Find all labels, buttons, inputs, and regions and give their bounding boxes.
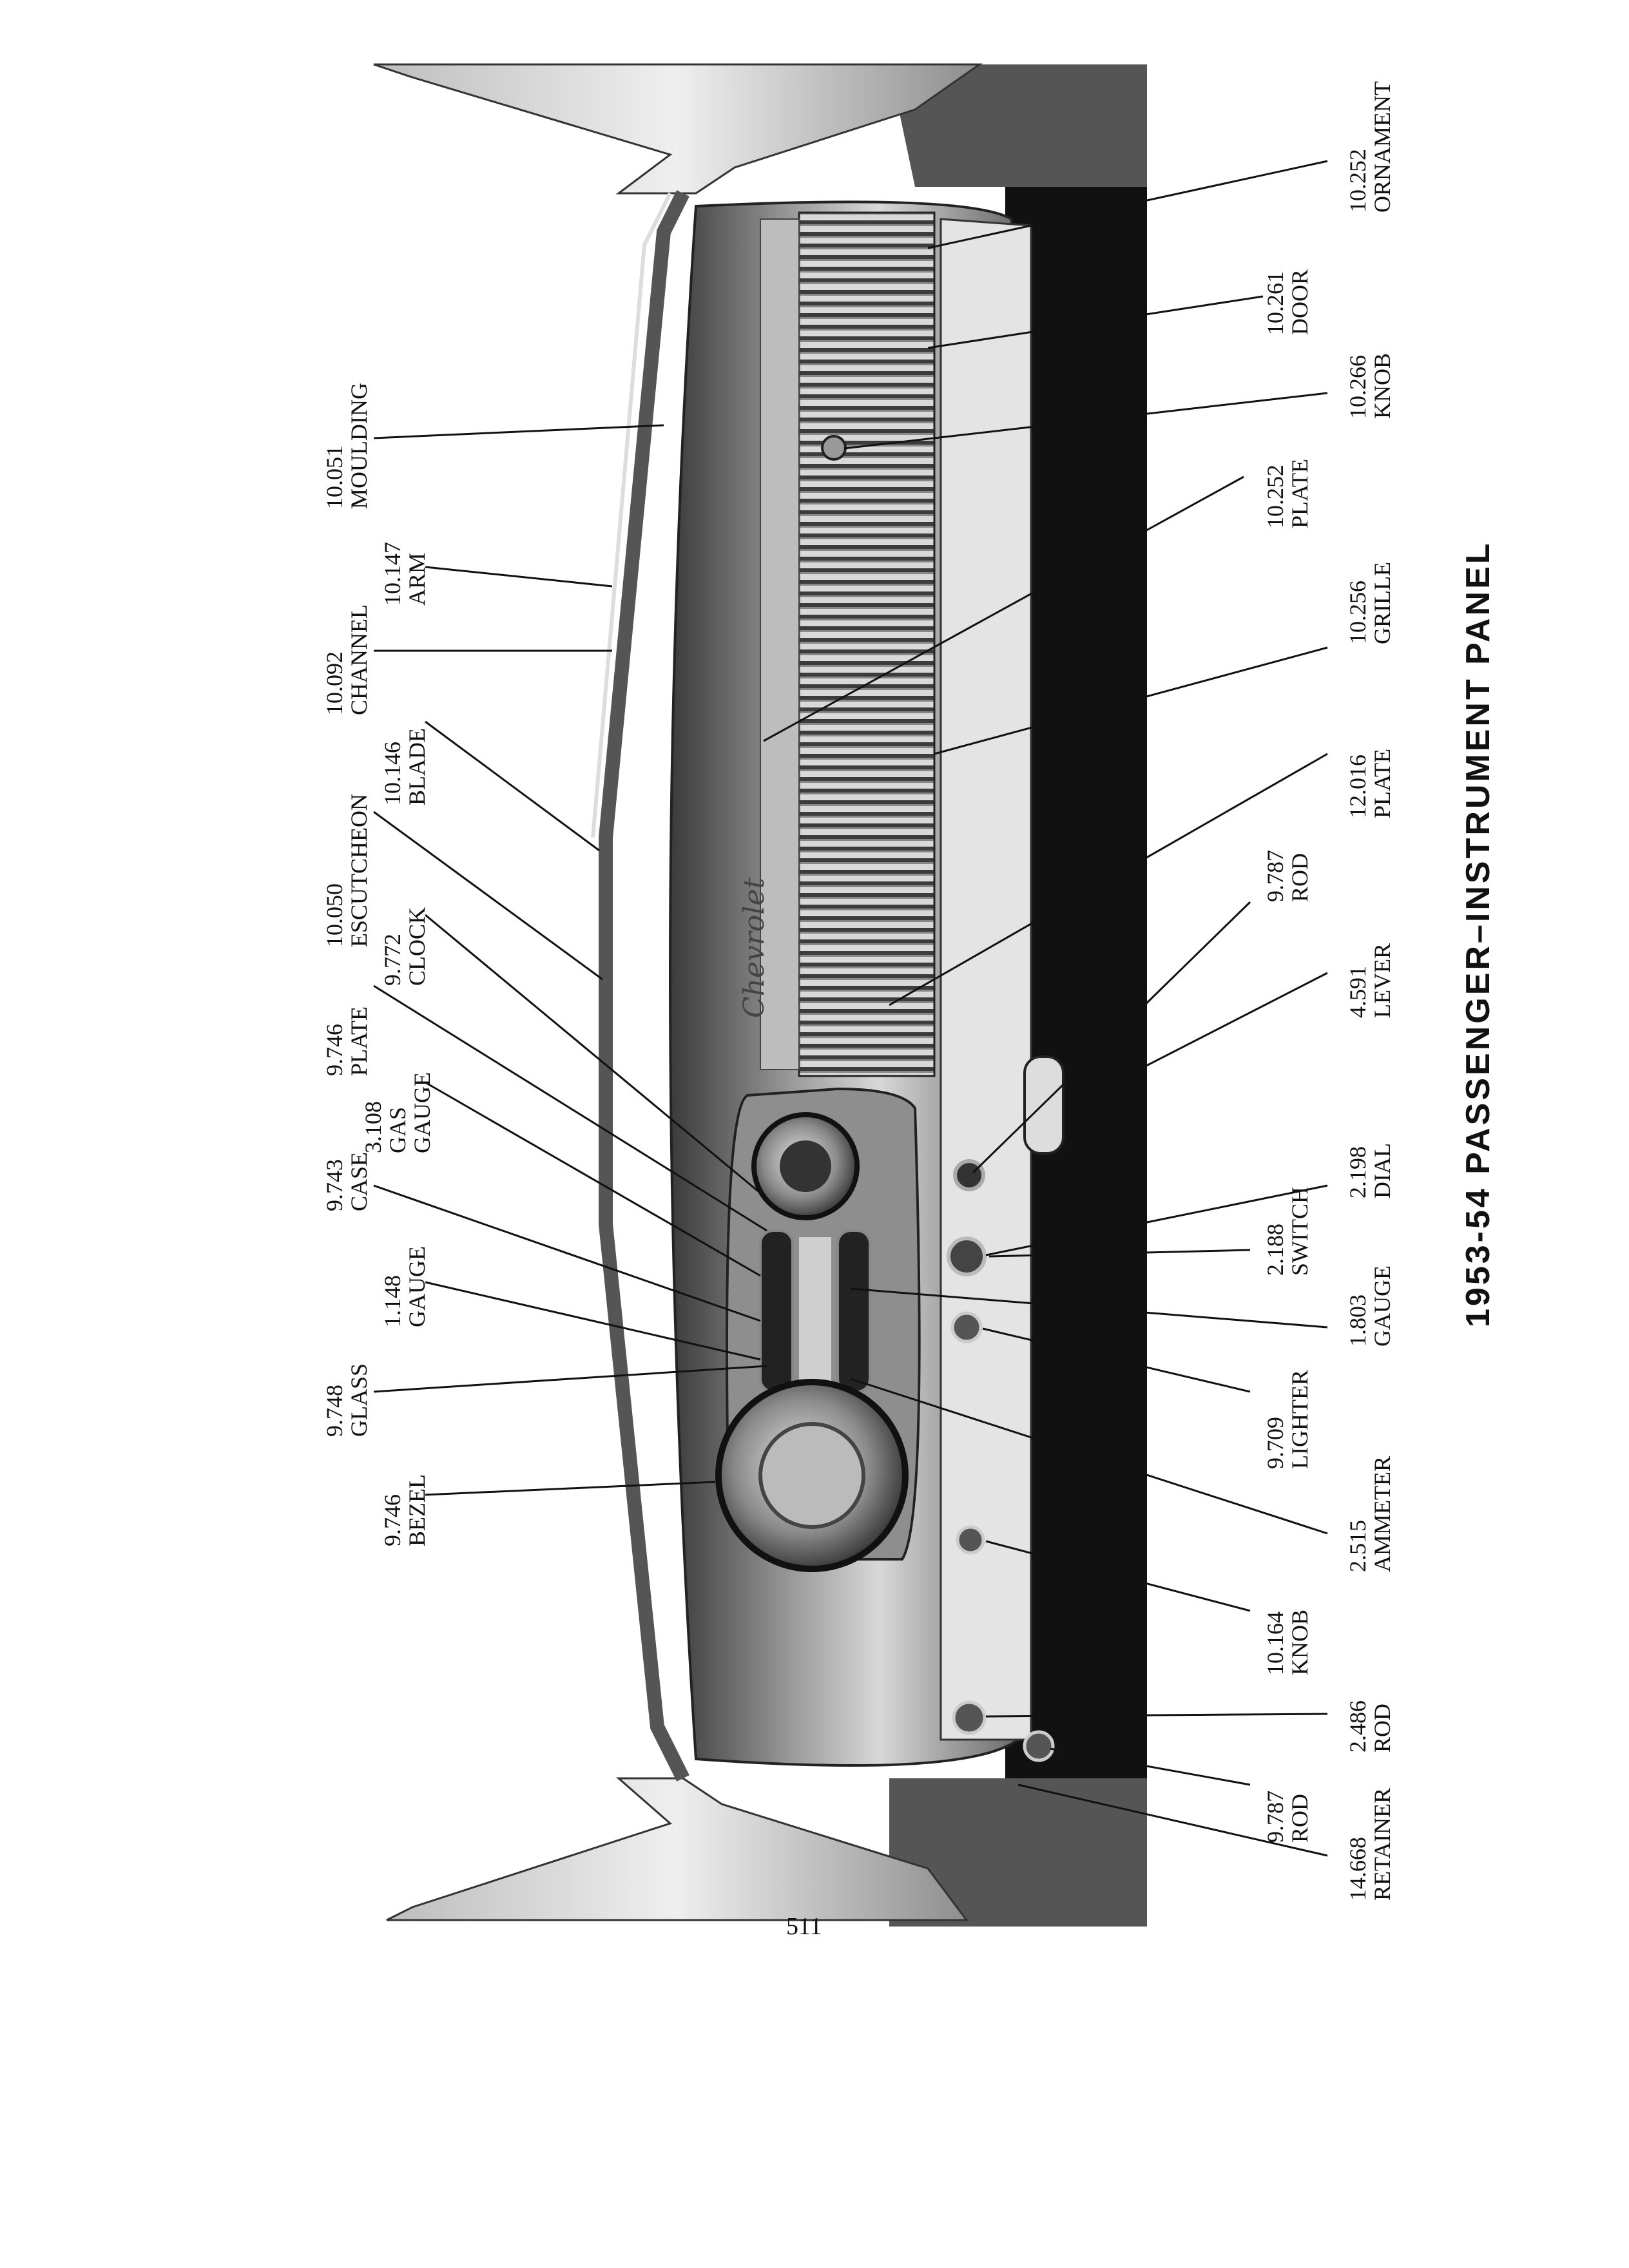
callout-number: 9.709	[1262, 1417, 1288, 1469]
callout-number: 10.252	[1345, 149, 1371, 213]
callout-number: 10.051	[322, 445, 347, 509]
callout-plate-10252: 10.252 PLATE	[1262, 459, 1313, 528]
callout-gauge-1148: 1.148 GAUGE	[380, 1246, 430, 1327]
callout-number: 4.591	[1345, 966, 1371, 1018]
callout-name: SWITCH	[1287, 1187, 1313, 1276]
callout-name: LIGHTER	[1287, 1370, 1313, 1469]
callout-number: 1.148	[380, 1275, 405, 1327]
callout-number: 10.256	[1345, 581, 1371, 644]
callout-number: 9.787	[1262, 850, 1288, 902]
callout-rod-9787-upper: 9.787 ROD	[1262, 850, 1313, 902]
callout-number: 9.772	[380, 934, 405, 986]
callout-name: GAS	[385, 1106, 410, 1153]
callout-switch: 2.188 SWITCH	[1262, 1187, 1313, 1276]
callout-moulding: 10.051 MOULDING	[322, 383, 372, 509]
callout-lever: 4.591 LEVER	[1345, 943, 1395, 1018]
callout-retainer: 14.668 RETAINER	[1345, 1787, 1395, 1901]
callout-name: ROD	[1287, 852, 1313, 902]
callout-name: AMMETER	[1369, 1456, 1395, 1572]
callout-name: GAUGE	[404, 1246, 430, 1327]
callout-number: 10.050	[322, 883, 347, 947]
callout-name: MOULDING	[346, 383, 372, 509]
callout-dial: 2.198 DIAL	[1345, 1143, 1395, 1198]
callout-rod-9787-lower: 9.787 ROD	[1262, 1791, 1313, 1843]
callout-name-line2: GAUGE	[409, 1072, 435, 1153]
background-shading	[889, 64, 1147, 1927]
callout-name: CASE	[346, 1151, 372, 1211]
callout-number: 9.748	[322, 1385, 347, 1437]
callout-gauge-1803: 1.803 GAUGE	[1345, 1265, 1395, 1347]
callout-number: 2.486	[1345, 1700, 1371, 1753]
callout-name: ESCUTCHEON	[346, 793, 372, 947]
callout-name: DIAL	[1369, 1143, 1395, 1198]
callout-knob-10164: 10.164 KNOB	[1262, 1609, 1313, 1675]
callout-name: GAUGE	[1369, 1265, 1395, 1347]
callout-name: BEZEL	[404, 1474, 430, 1546]
callout-name: PLATE	[1287, 459, 1313, 528]
callout-number: 2.198	[1345, 1146, 1371, 1198]
callout-name: GRILLE	[1369, 562, 1395, 644]
callout-arm: 10.147 ARM	[380, 542, 430, 606]
callout-number: 9.746	[380, 1494, 405, 1546]
callout-number: 1.803	[1345, 1294, 1371, 1347]
callout-knob-glovebox: 10.266 KNOB	[1345, 352, 1395, 419]
callout-door: 10.261 DOOR	[1262, 269, 1313, 335]
callout-name: ORNAMENT	[1369, 81, 1395, 213]
callout-name: RETAINER	[1369, 1787, 1395, 1901]
callout-channel: 10.092 CHANNEL	[322, 604, 372, 715]
callout-name: CLOCK	[404, 907, 430, 986]
callout-escutcheon: 10.050 ESCUTCHEON	[322, 793, 372, 947]
windshield-frame	[373, 63, 983, 1921]
callout-plate-9746: 9.746 PLATE	[322, 1006, 372, 1076]
callout-grille: 10.256 GRILLE	[1345, 562, 1395, 644]
callout-name: LEVER	[1369, 943, 1395, 1018]
callout-rod-2486: 2.486 ROD	[1345, 1700, 1395, 1753]
instrument-cluster	[715, 1087, 921, 1572]
callout-name: DOOR	[1287, 269, 1313, 335]
leader-lines	[373, 160, 1328, 1857]
callout-number: 14.668	[1345, 1837, 1371, 1901]
glovebox-grille: Chevrolet	[738, 211, 936, 1077]
callout-name: PLATE	[1369, 749, 1395, 818]
callout-case: 9.743 CASE	[322, 1151, 372, 1211]
page-title-text: 1953-54 PASSENGER–INSTRUMENT PANEL	[1460, 541, 1497, 1327]
callout-name: ROD	[1369, 1703, 1395, 1753]
control-knobs	[947, 1055, 1065, 1762]
callout-number: 10.252	[1262, 465, 1288, 528]
callout-number: 10.146	[380, 742, 405, 805]
callout-name: GLASS	[346, 1363, 372, 1437]
page-number: 511	[786, 1913, 822, 1940]
callout-name: KNOB	[1369, 352, 1395, 419]
callout-number: 9.743	[322, 1159, 347, 1211]
callout-number: 9.787	[1262, 1791, 1288, 1843]
callout-ammeter: 2.515 AMMETER	[1345, 1456, 1395, 1572]
callout-glass: 9.748 GLASS	[322, 1363, 372, 1437]
callout-gas-gauge: 3.108 GAS GAUGE	[360, 1072, 435, 1153]
callout-plate-12016: 12.016 PLATE	[1345, 749, 1395, 818]
page-title: 1953-54 PASSENGER–INSTRUMENT PANEL	[1459, 541, 1510, 1327]
callout-number: 10.147	[380, 542, 405, 606]
callout-number: 9.746	[322, 1024, 347, 1076]
callout-number: 3.108	[360, 1101, 386, 1153]
callout-ornament: 10.252 ORNAMENT	[1345, 81, 1395, 213]
callout-name: PLATE	[346, 1006, 372, 1076]
callout-clock: 9.772 CLOCK	[380, 907, 430, 986]
callout-number: 2.515	[1345, 1520, 1371, 1572]
callout-bezel: 9.746 BEZEL	[380, 1474, 430, 1546]
callout-number: 10.164	[1262, 1611, 1288, 1675]
callout-blade: 10.146 BLADE	[380, 728, 430, 805]
callout-name: ROD	[1287, 1793, 1313, 1843]
callout-name: ARM	[404, 552, 430, 606]
callout-number: 2.188	[1262, 1224, 1288, 1276]
callout-name: BLADE	[404, 728, 430, 805]
callout-lighter: 9.709 LIGHTER	[1262, 1370, 1313, 1469]
callout-number: 10.092	[322, 651, 347, 715]
callout-number: 10.261	[1262, 271, 1288, 335]
callout-number: 12.016	[1345, 754, 1371, 818]
callout-name: CHANNEL	[346, 604, 372, 715]
callout-name: KNOB	[1287, 1609, 1313, 1675]
svg-text:Chevrolet: Chevrolet	[738, 877, 771, 1018]
callout-number: 10.266	[1345, 355, 1371, 419]
